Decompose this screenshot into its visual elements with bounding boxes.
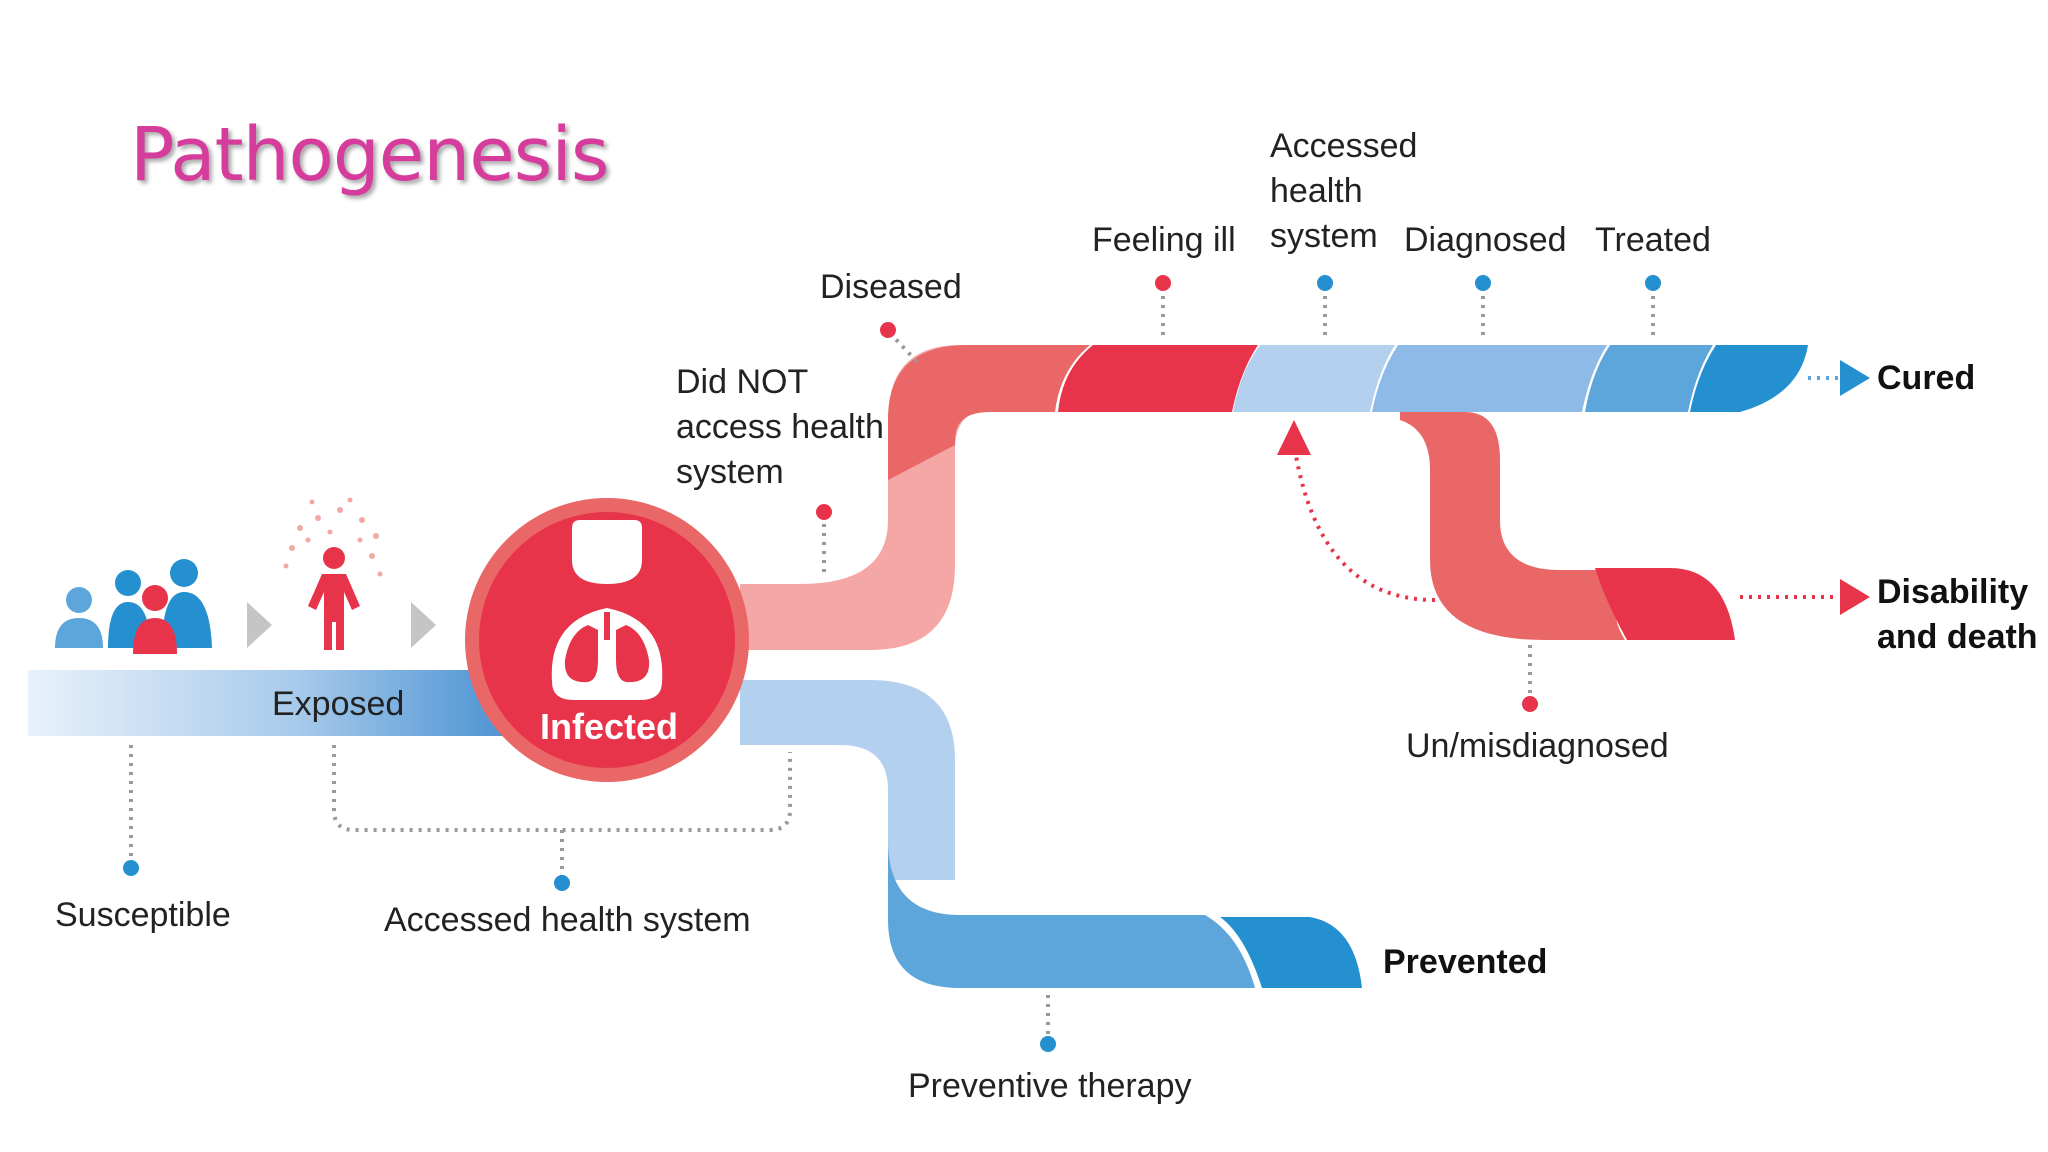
person-exposed-icon	[283, 497, 383, 650]
preventive-therapy-label: Preventive therapy	[908, 1067, 1192, 1105]
accessed-band	[1233, 345, 1395, 412]
un-misdiagnosed-label: Un/misdiagnosed	[1406, 727, 1669, 765]
disability-and-death-label: Disability and death	[1877, 573, 2038, 656]
diseased-label: Diseased	[820, 268, 962, 306]
infected-label: Infected	[540, 706, 679, 747]
prevented-label: Prevented	[1383, 943, 1548, 981]
accessed-health-system-top-label: Accessed health system	[1270, 127, 1418, 255]
cured-arrow-icon	[1840, 360, 1870, 396]
did-not-access-label: Did NOT access health system	[676, 363, 884, 491]
infected-person-lungs-icon	[551, 520, 663, 700]
accessed-health-system-label: Accessed health system	[384, 901, 751, 939]
disability-band	[1595, 568, 1735, 640]
treated-band	[1585, 345, 1713, 412]
diagnosed-label: Diagnosed	[1404, 221, 1567, 259]
chevron-right-icon	[247, 602, 272, 648]
feeling-ill-band	[1058, 345, 1258, 412]
accessed-lower-band	[740, 680, 955, 880]
exposed-label: Exposed	[272, 685, 405, 723]
feedback-arrow-line	[1293, 449, 1436, 602]
connector-lines	[129, 287, 1655, 1040]
connector-dots	[123, 275, 1661, 1052]
page-title: Pathogenesis	[130, 112, 609, 198]
exposed-band	[28, 670, 508, 736]
cured-band	[1690, 345, 1808, 412]
diseased-band	[888, 345, 1090, 480]
prevented-band	[888, 840, 1255, 988]
disability-arrow-icon	[1840, 579, 1870, 615]
diagnosed-band	[1372, 345, 1607, 412]
prevented-tail	[1220, 917, 1362, 988]
feedback-arrow-icon	[1277, 420, 1311, 455]
misdiagnosed-band	[1400, 412, 1640, 640]
cured-label: Cured	[1877, 359, 1976, 397]
susceptible-label: Susceptible	[55, 896, 231, 934]
chevron-right-icon	[411, 602, 436, 648]
people-group-icon	[55, 559, 212, 654]
feeling-ill-label: Feeling ill	[1092, 221, 1236, 259]
treated-label: Treated	[1595, 221, 1711, 259]
